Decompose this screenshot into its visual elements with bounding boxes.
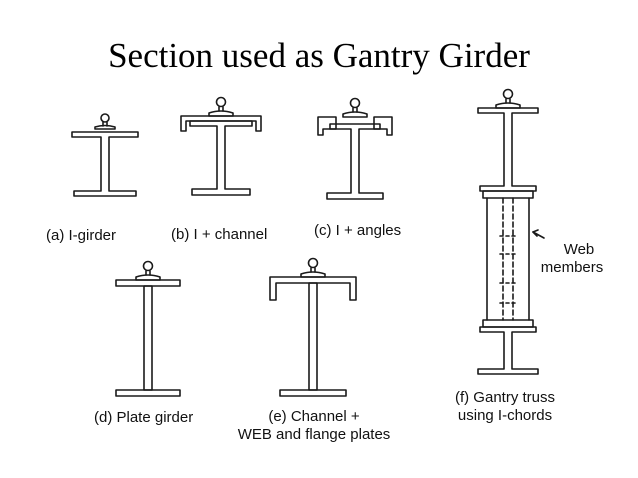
section-a-i-girder bbox=[71, 113, 139, 197]
web-members bbox=[482, 190, 534, 328]
label-e-line1: (e) Channel + bbox=[268, 408, 360, 425]
label-e-line2: WEB and flange plates bbox=[237, 426, 391, 443]
top-i-chord bbox=[477, 107, 539, 192]
section-b-i-channel bbox=[180, 96, 262, 196]
annotation-line1: Web bbox=[563, 241, 595, 258]
label-f-line2: using I-chords bbox=[457, 407, 553, 424]
rail bbox=[342, 97, 368, 118]
section-f-gantry-truss bbox=[477, 88, 545, 375]
label-e: (e) Channel + WEB and flange plates bbox=[216, 408, 412, 444]
label-f: (f) Gantry truss using I-chords bbox=[440, 389, 570, 425]
label-c: (c) I + angles bbox=[314, 222, 402, 239]
rail bbox=[495, 88, 521, 109]
section-d-plate-girder bbox=[115, 260, 181, 397]
rail bbox=[300, 257, 326, 278]
page-title: Section used as Gantry Girder bbox=[108, 36, 530, 75]
arrow-icon bbox=[532, 229, 545, 239]
section-c-i-angles bbox=[317, 97, 393, 200]
section-e-channel-web-plates bbox=[269, 257, 357, 397]
annotation-line2: members bbox=[540, 259, 604, 276]
label-f-line1: (f) Gantry truss bbox=[454, 389, 555, 406]
bottom-i-chord bbox=[477, 326, 539, 375]
label-b: (b) I + channel bbox=[171, 226, 268, 243]
label-a: (a) I-girder bbox=[46, 227, 117, 244]
label-d: (d) Plate girder bbox=[94, 409, 194, 426]
rail bbox=[208, 96, 234, 117]
rail bbox=[94, 113, 116, 130]
web-members-annotation: Web members bbox=[530, 241, 614, 277]
rail bbox=[135, 260, 161, 281]
